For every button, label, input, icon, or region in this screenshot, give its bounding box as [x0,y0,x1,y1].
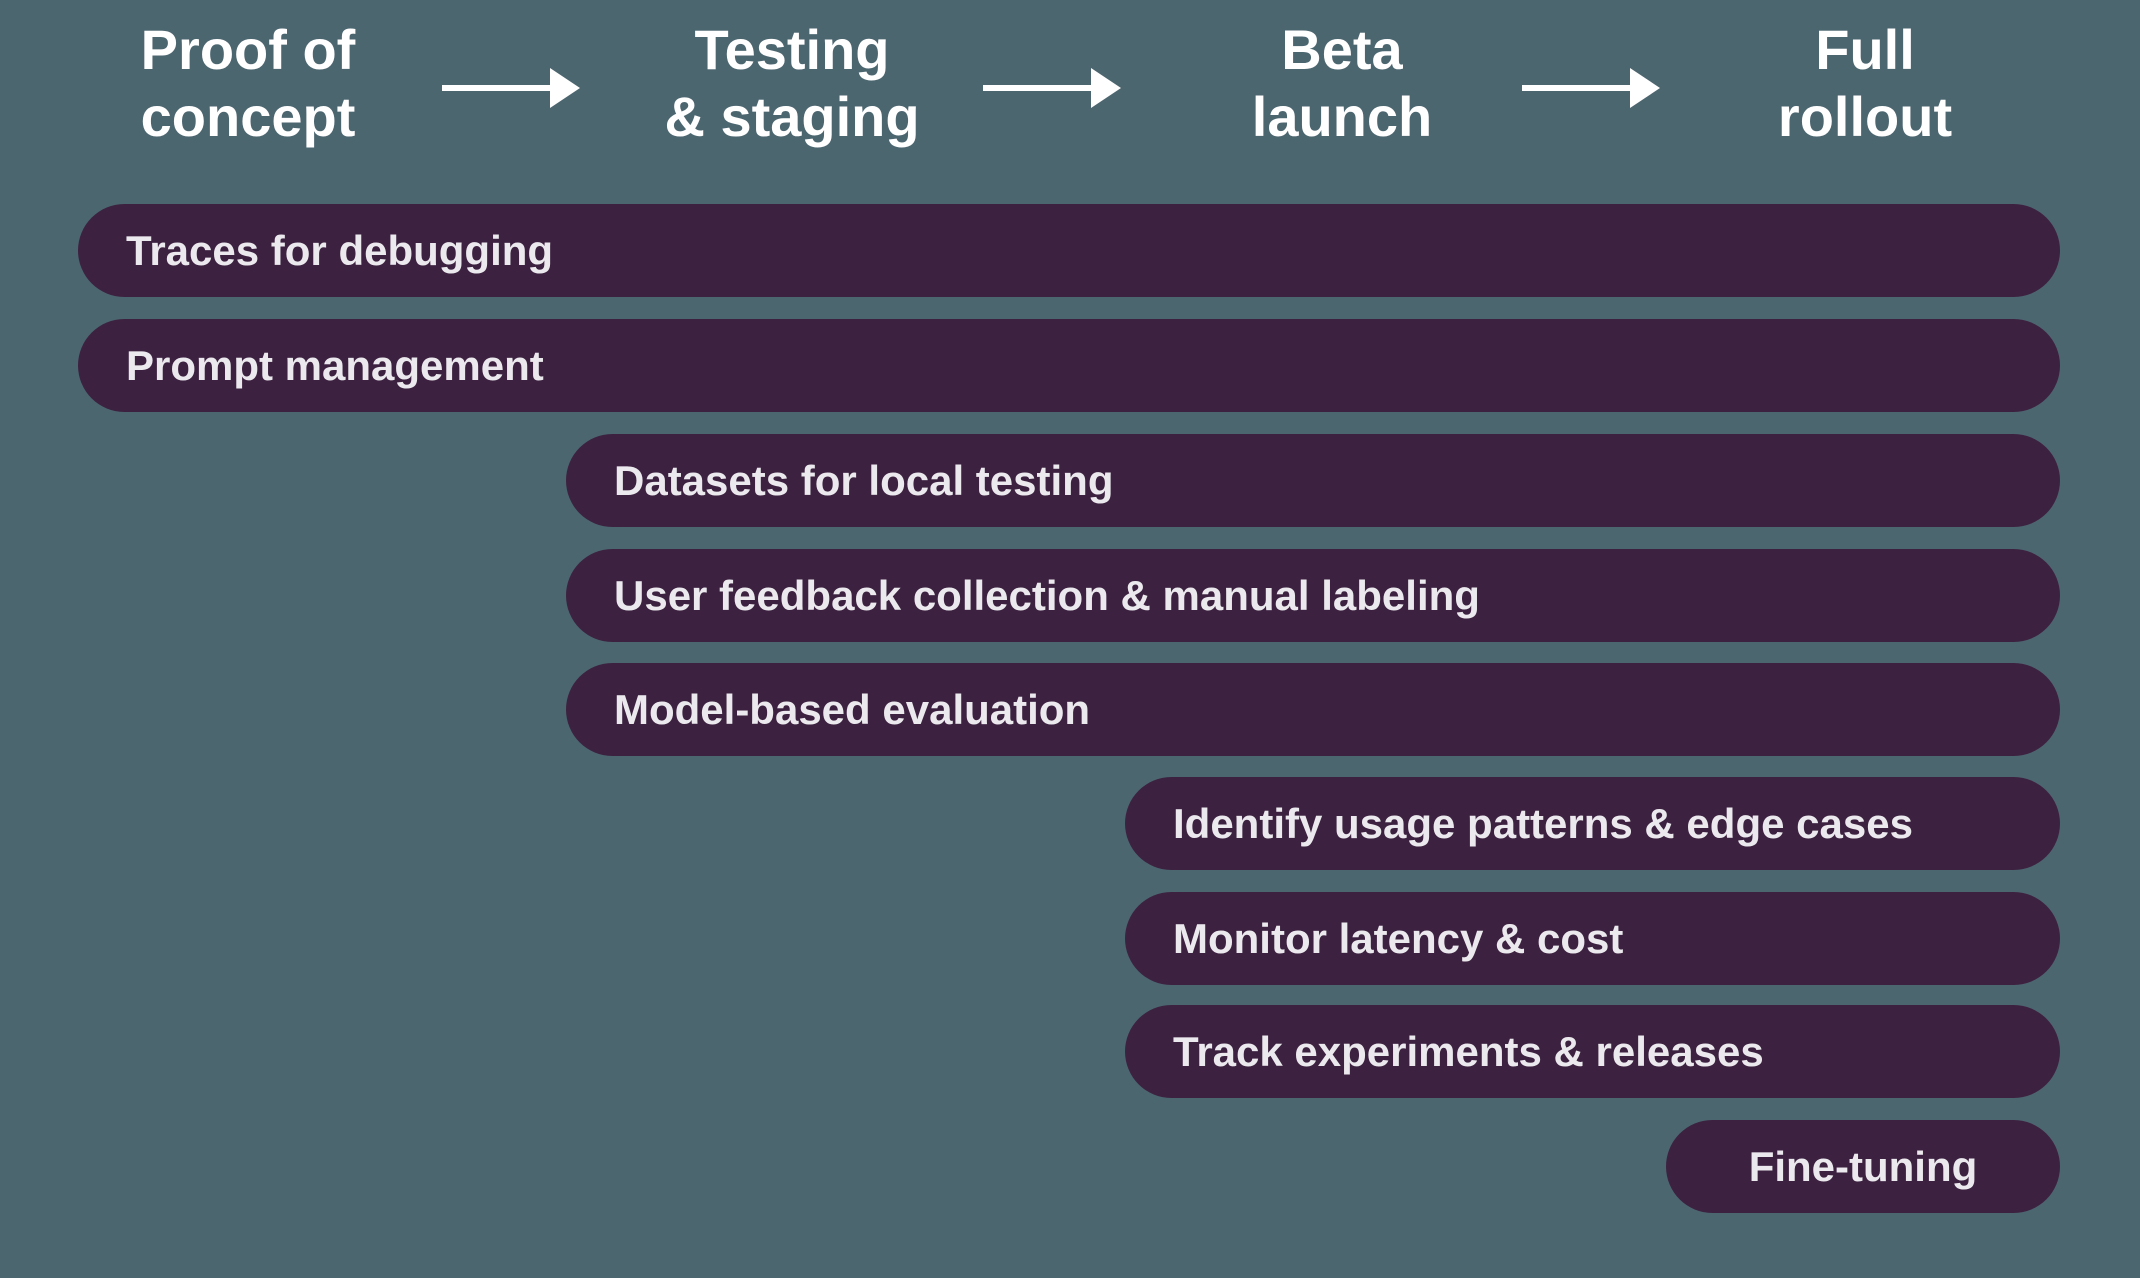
bar-prompt-management: Prompt management [78,319,2060,412]
phase-header-proof-of-concept: Proof of concept [141,16,356,150]
phase-header-line: Beta [1281,18,1403,81]
phase-header-line: concept [140,85,356,148]
phase-header-line: & staging [664,85,920,148]
bar-label: Traces for debugging [126,226,554,274]
bar-label: Prompt management [126,341,544,389]
phase-header-line: Testing [694,18,890,81]
bar-traces-for-debugging: Traces for debugging [78,204,2060,297]
phase-header-line: Full [1815,18,1915,81]
arrow-right-icon [983,67,1121,109]
phase-header-line: launch [1251,85,1433,148]
bar-datasets-for-local-testing: Datasets for local testing [566,434,2060,527]
bar-label: User feedback collection & manual labeli… [614,571,1480,619]
bar-monitor-latency-cost: Monitor latency & cost [1125,892,2060,985]
bar-model-based-evaluation: Model-based evaluation [566,663,2060,756]
arrow-right-icon [442,67,580,109]
bar-label: Monitor latency & cost [1173,914,1624,962]
bar-identify-usage-patterns: Identify usage patterns & edge cases [1125,777,2060,870]
bar-label: Fine-tuning [1748,1142,1978,1190]
bar-fine-tuning: Fine-tuning [1666,1120,2060,1213]
arrow-right-icon [1522,67,1660,109]
phase-header-line: rollout [1777,85,1953,148]
phase-header-full-rollout: Full rollout [1778,16,1952,150]
phase-header-beta-launch: Beta launch [1252,16,1432,150]
phase-header-testing-staging: Testing & staging [664,16,919,150]
bar-user-feedback-collection: User feedback collection & manual labeli… [566,549,2060,642]
bar-label: Model-based evaluation [614,685,1091,733]
bar-track-experiments-releases: Track experiments & releases [1125,1005,2060,1098]
bar-label: Datasets for local testing [614,456,1114,504]
phase-header-line: Proof of [140,18,356,81]
bar-label: Identify usage patterns & edge cases [1173,799,1913,847]
bar-label: Track experiments & releases [1173,1027,1764,1075]
